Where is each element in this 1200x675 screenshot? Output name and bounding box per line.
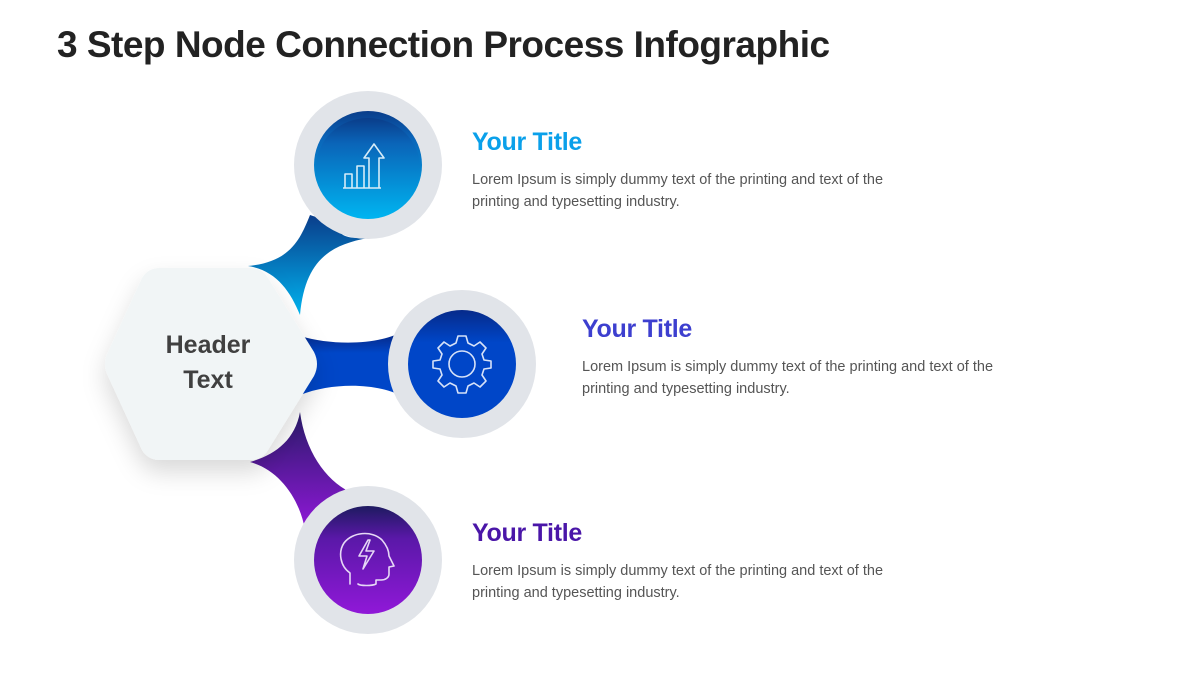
step-1-title: Your Title xyxy=(472,128,582,156)
step-1-text: Your Title Lorem Ipsum is simply dummy t… xyxy=(472,128,912,213)
step-2-node xyxy=(388,290,536,438)
step-3-description: Lorem Ipsum is simply dummy text of the … xyxy=(472,563,884,601)
step-3-title: Your Title xyxy=(472,519,582,547)
step-1-description: Lorem Ipsum is simply dummy text of the … xyxy=(472,172,884,210)
page-title: 3 Step Node Connection Process Infograph… xyxy=(57,24,830,65)
hub-label-line2: Text xyxy=(183,366,233,394)
growth-chart-icon xyxy=(343,143,385,189)
connector-step-2 xyxy=(300,335,395,395)
step-1-node xyxy=(294,91,442,239)
step-2-text: Your Title Lorem Ipsum is simply dummy t… xyxy=(582,315,1022,400)
gear-icon xyxy=(432,335,492,394)
step-3-node xyxy=(294,486,442,634)
head-lightning-icon xyxy=(339,532,395,587)
step-3-text: Your Title Lorem Ipsum is simply dummy t… xyxy=(472,519,912,604)
hub-label: Header Text xyxy=(118,328,298,398)
connector-step-1 xyxy=(248,215,368,315)
step-2-description: Lorem Ipsum is simply dummy text of the … xyxy=(582,359,994,397)
hub-hexagon xyxy=(105,268,317,460)
step-2-title: Your Title xyxy=(582,315,692,343)
hub-label-line1: Header xyxy=(165,331,251,359)
